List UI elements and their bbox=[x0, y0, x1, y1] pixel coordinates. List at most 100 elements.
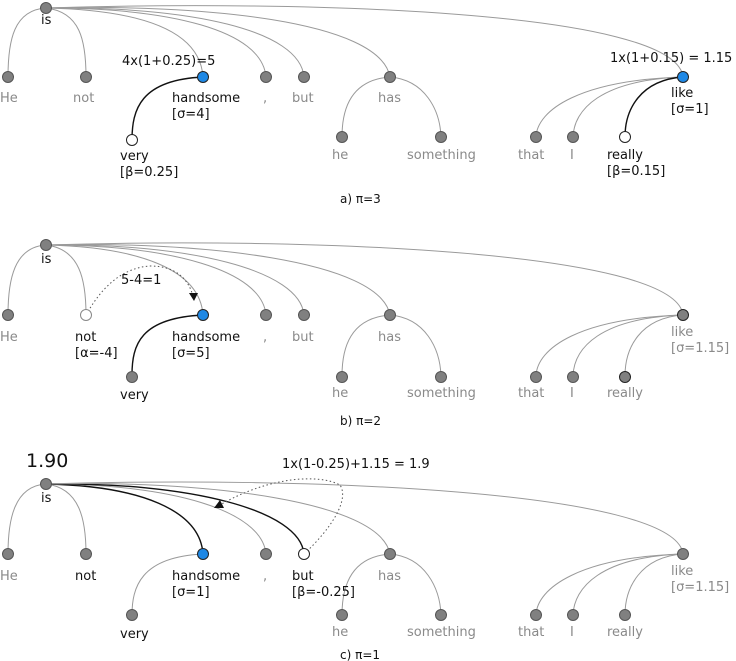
node-he2 bbox=[336, 131, 348, 143]
word-that: that bbox=[518, 386, 544, 401]
caption: c) π=1 bbox=[340, 648, 380, 661]
annot-very: [β=0.25] bbox=[120, 165, 178, 180]
node-is bbox=[40, 2, 52, 14]
word-something: something bbox=[407, 148, 476, 163]
annot-not: [α=-4] bbox=[75, 346, 118, 361]
edge-is-like bbox=[45, 481, 684, 555]
edge-has-he bbox=[341, 553, 391, 616]
node-very bbox=[126, 609, 138, 621]
word-like: like bbox=[671, 325, 693, 340]
word-comma: , bbox=[263, 91, 267, 106]
edge-is-not bbox=[45, 483, 87, 555]
annot-but: [β=-0.25] bbox=[292, 585, 355, 600]
calc-left: 4x(1+0.25)=5 bbox=[122, 54, 215, 69]
node-has bbox=[384, 309, 396, 321]
node-has bbox=[384, 71, 396, 83]
edge-handsome-very bbox=[131, 76, 204, 141]
node-really bbox=[619, 609, 631, 621]
word-handsome: handsome bbox=[172, 330, 240, 345]
node-is bbox=[40, 478, 52, 490]
edge-has-he bbox=[341, 314, 391, 377]
word-has: has bbox=[378, 91, 401, 106]
node-is bbox=[40, 239, 52, 251]
node-something bbox=[435, 609, 447, 621]
node-something bbox=[435, 131, 447, 143]
word-but: but bbox=[292, 569, 314, 584]
panel-c: 1.90 is He not handsome [σ=1] , but [β=-… bbox=[0, 450, 729, 661]
word-i: I bbox=[570, 625, 574, 640]
node-he2 bbox=[336, 609, 348, 621]
word-not: not bbox=[75, 330, 96, 345]
node-really bbox=[619, 131, 631, 143]
edge-like-i bbox=[572, 553, 684, 616]
caption: b) π=2 bbox=[340, 414, 381, 428]
word-very: very bbox=[120, 388, 149, 403]
word-but: but bbox=[292, 330, 314, 345]
node-like bbox=[677, 71, 689, 83]
edge-is-has bbox=[45, 244, 391, 316]
word-not: not bbox=[75, 569, 96, 584]
edge-like-really bbox=[624, 76, 684, 138]
word-really: really bbox=[607, 386, 643, 401]
word-handsome: handsome bbox=[172, 569, 240, 584]
edge-like-really bbox=[624, 553, 684, 616]
word-he2: he bbox=[332, 625, 348, 640]
edge-is-not bbox=[45, 7, 87, 78]
panel-a: is He not handsome [σ=4] , but has like … bbox=[0, 2, 732, 206]
calc-right: 1x(1+0.15) = 1.15 bbox=[610, 51, 732, 66]
word-handsome: handsome bbox=[172, 91, 240, 106]
calc-left: 5-4=1 bbox=[121, 273, 161, 288]
node-but bbox=[298, 71, 310, 83]
annot-handsome: [σ=5] bbox=[172, 346, 210, 361]
word-he2: he bbox=[332, 148, 348, 163]
node-that bbox=[530, 131, 542, 143]
edge-is-handsome bbox=[45, 244, 204, 316]
edge-is-comma bbox=[45, 7, 267, 78]
edge-like-really bbox=[624, 314, 684, 377]
edge-is-comma bbox=[45, 244, 267, 316]
arrowhead bbox=[214, 500, 224, 508]
word-i: I bbox=[570, 386, 574, 401]
annot-really: [β=0.15] bbox=[607, 164, 665, 179]
node-he bbox=[2, 309, 14, 321]
annot-like: [σ=1.15] bbox=[671, 580, 729, 595]
edge-is-like bbox=[45, 242, 684, 316]
edge-is-has bbox=[45, 483, 391, 555]
node-i bbox=[567, 131, 579, 143]
edge-handsome-very bbox=[131, 553, 204, 616]
transfer-arrow bbox=[85, 265, 194, 316]
caption: a) π=3 bbox=[340, 192, 381, 206]
annot-handsome: [σ=4] bbox=[172, 107, 210, 122]
word-comma: , bbox=[263, 569, 267, 584]
word-something: something bbox=[407, 625, 476, 640]
edge-like-i bbox=[572, 76, 684, 138]
node-has bbox=[384, 548, 396, 560]
node-i bbox=[567, 371, 579, 383]
edge-is-handsome bbox=[45, 7, 204, 78]
node-comma bbox=[260, 71, 272, 83]
edge-handsome-very bbox=[131, 314, 204, 376]
edge-has-something bbox=[389, 76, 442, 138]
transfer-arrow bbox=[219, 478, 344, 555]
word-that: that bbox=[518, 148, 544, 163]
word-very: very bbox=[120, 149, 149, 164]
node-not bbox=[80, 548, 92, 560]
edge-is-like bbox=[45, 5, 684, 78]
node-comma bbox=[260, 309, 272, 321]
word-he: He bbox=[0, 91, 18, 106]
edge-is-has bbox=[45, 6, 391, 78]
edge-is-handsome bbox=[45, 483, 204, 555]
edge-has-something bbox=[389, 314, 442, 377]
word-has: has bbox=[378, 569, 401, 584]
node-not bbox=[80, 71, 92, 83]
node-handsome bbox=[197, 548, 209, 560]
node-that bbox=[530, 609, 542, 621]
node-that bbox=[530, 371, 542, 383]
word-he: He bbox=[0, 330, 18, 345]
node-handsome bbox=[197, 71, 209, 83]
edge-like-that bbox=[535, 76, 684, 138]
edge-is-but bbox=[45, 7, 305, 78]
word-like: like bbox=[671, 86, 693, 101]
node-but bbox=[298, 309, 310, 321]
node-really bbox=[619, 371, 631, 383]
